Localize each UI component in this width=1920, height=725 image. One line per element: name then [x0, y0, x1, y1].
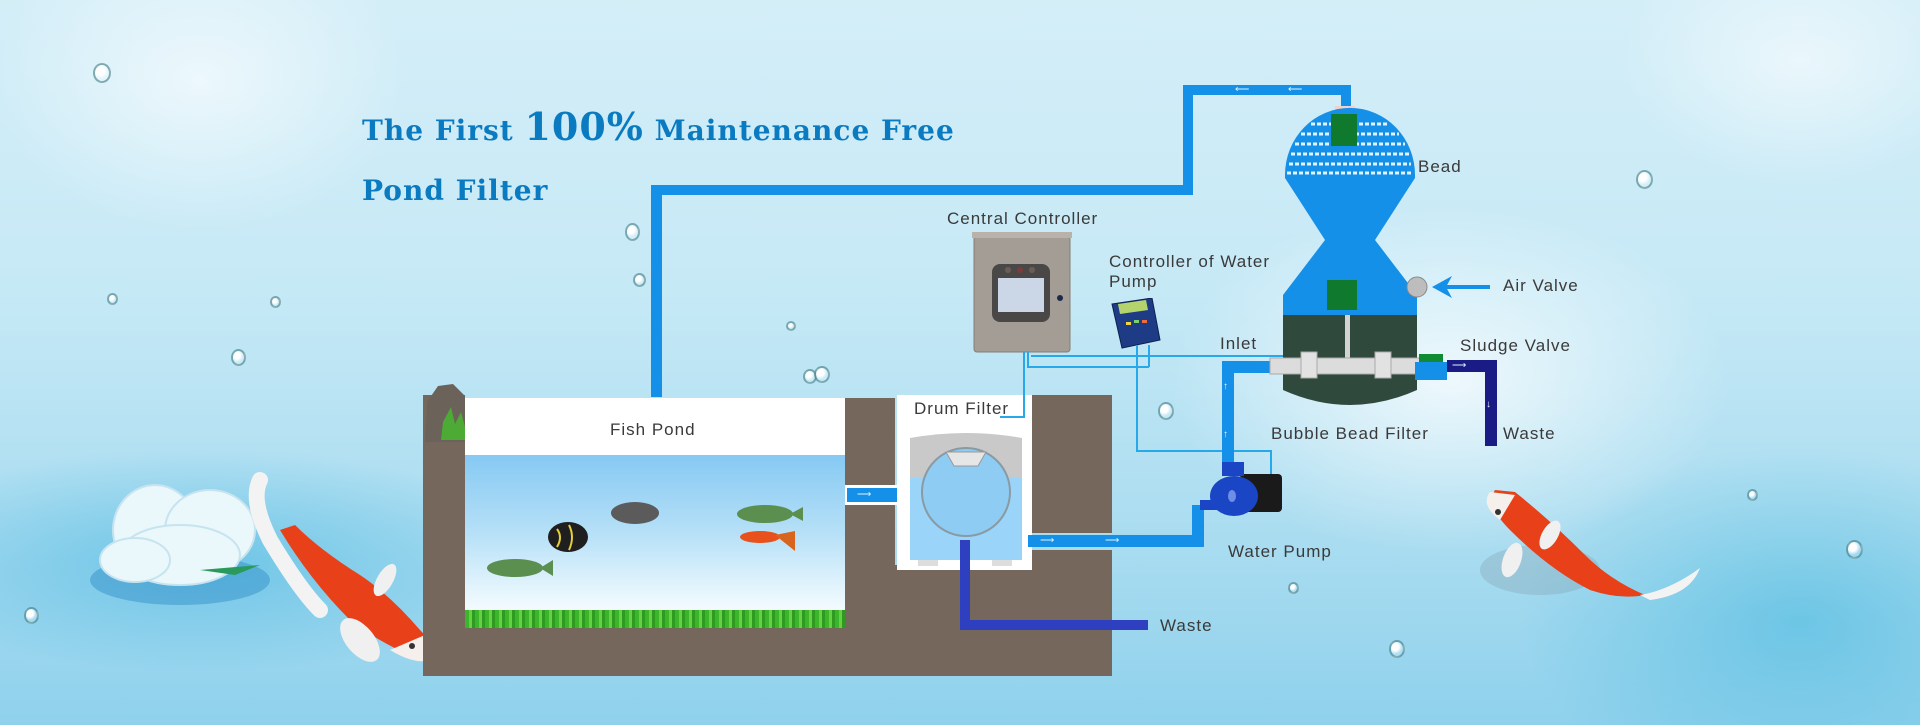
water-drop-icon: [633, 273, 646, 287]
water-drop-icon: [270, 296, 281, 308]
bubble-bead-filter-label: Bubble Bead Filter: [1271, 424, 1429, 443]
bead-label: Bead: [1418, 157, 1462, 176]
headline-highlight: 100%: [524, 104, 644, 149]
fish-pond: Fish Pond: [465, 398, 845, 628]
pipe-pump-inlet-riser: [1192, 505, 1204, 547]
water-drop-icon: [93, 63, 111, 83]
pump-controller: [1111, 298, 1161, 349]
pond-wall-right-lower: [845, 505, 895, 635]
headline-line-1: The First 100% Maintenance Free: [362, 104, 955, 149]
pump-controller-label-line2: Pump: [1109, 272, 1158, 291]
koi-fish-icon: [1480, 490, 1700, 600]
water-drop-icon: [1747, 489, 1758, 501]
water-drop-icon: [1846, 540, 1863, 559]
bubble-bead-filter: [1269, 106, 1433, 405]
drum-filter-label: Drum Filter: [914, 399, 1010, 418]
sludge-pipe-vertical: [1485, 360, 1497, 446]
arrow-icon: ↑: [1223, 381, 1228, 392]
pond-ground-bottom: [423, 628, 1112, 676]
drum-chamber-wall-right-lower: [1032, 550, 1112, 630]
water-drop-icon: [231, 349, 246, 366]
drum-waste-pipe-horizontal: [960, 620, 1148, 630]
water-drop-icon: [1158, 402, 1174, 420]
headline-prefix: The First: [362, 114, 525, 147]
return-pipe-down: [651, 185, 662, 397]
central-controller: [972, 232, 1072, 353]
arrow-icon: ⟵: [1288, 84, 1303, 95]
return-pipe-horizontal-high: [1183, 85, 1351, 95]
pipe-pond-to-drum: [847, 488, 911, 502]
air-valve-icon: [1406, 276, 1490, 298]
rock-icon: [425, 384, 465, 442]
sludge-valve-icon: [1415, 354, 1447, 380]
inlet-label: Inlet: [1220, 334, 1258, 353]
pipe-drum-to-pump: [1028, 535, 1200, 547]
water-drop-icon: [107, 293, 118, 305]
return-pipe-horizontal-low: [651, 185, 1191, 195]
water-drop-icon: [1389, 640, 1405, 658]
sludge-pipe-horizontal: [1447, 360, 1497, 372]
waste-right-label: Waste: [1503, 424, 1556, 443]
arrow-icon: ⟶: [1105, 535, 1120, 546]
drum-chamber-wall-right: [1032, 395, 1112, 533]
lotus-flower-icon: [90, 484, 270, 605]
pipe-pump-to-filter: [1222, 361, 1234, 471]
pipe-inlet-horizontal: [1222, 361, 1272, 373]
arrow-icon: ⟵: [1235, 84, 1250, 95]
wire-controller-to-pump-controller: [1027, 366, 1149, 368]
headline-line-2: Pond Filter: [362, 174, 549, 207]
waste-bottom-label: Waste: [1160, 616, 1213, 635]
fish-icon: [487, 502, 803, 577]
arrow-icon: ⟶: [1452, 360, 1467, 371]
wire-controller-down-b: [1027, 352, 1029, 367]
arrow-icon: ⟶: [857, 489, 872, 500]
headline-suffix: Maintenance Free: [643, 114, 955, 147]
wire-controller-to-drum: [1000, 416, 1025, 418]
water-drop-icon: [814, 366, 830, 383]
wire-pump-drop: [1270, 450, 1272, 478]
water-drop-icon: [786, 321, 796, 331]
pump-controller-label-line1: Controller of Water: [1109, 252, 1271, 271]
water-pump: [1200, 462, 1282, 516]
drum-waste-pipe-vertical: [960, 540, 970, 630]
arrow-icon: ↑: [1223, 429, 1228, 440]
arrow-icon: ↓: [1486, 399, 1491, 410]
wire-pump-controller-down: [1148, 345, 1150, 367]
sludge-valve-label: Sludge Valve: [1460, 336, 1571, 355]
return-pipe-riser: [1183, 85, 1193, 195]
fish-pond-water: [465, 455, 845, 628]
water-drop-icon: [24, 607, 39, 624]
water-drop-icon: [1288, 582, 1299, 594]
wire-controller-to-inlet: [1031, 355, 1291, 357]
arrow-icon: ⟶: [1040, 535, 1055, 546]
water-drop-icon: [625, 223, 640, 241]
koi-fish-icon: [248, 472, 432, 662]
water-pump-label: Water Pump: [1228, 542, 1332, 561]
fish-pond-label: Fish Pond: [610, 420, 696, 439]
pond-grass: [465, 610, 845, 628]
pond-wall-right-upper: [845, 398, 895, 486]
wire-pump-controller-to-pump: [1136, 345, 1138, 452]
water-drop-icon: [1636, 170, 1653, 189]
air-valve-label: Air Valve: [1503, 276, 1579, 295]
wire-pump-horizontal: [1136, 450, 1272, 452]
central-controller-label: Central Controller: [947, 209, 1099, 228]
return-pipe-to-bead: [1341, 85, 1351, 110]
wire-controller-down-a: [1023, 352, 1025, 418]
